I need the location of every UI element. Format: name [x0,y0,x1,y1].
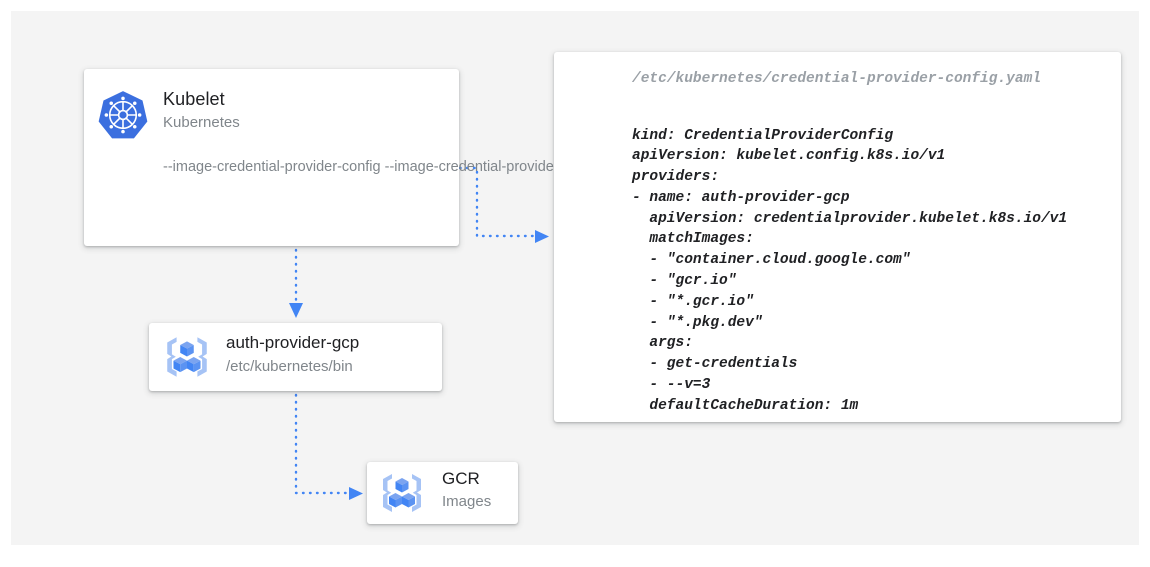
node-gcr-title: GCR [442,469,480,488]
node-kubelet-flags: --image-credential-provider-config --ima… [163,159,604,175]
credential-provider-config-card: /etc/kubernetes/credential-provider-conf… [554,52,1121,422]
edge-auth-provider-to-gcr [294,393,363,500]
container-registry-icon [383,474,421,512]
node-kubelet-subtitle: Kubernetes [163,114,240,131]
node-kubelet-title: Kubelet [163,89,225,109]
node-gcr[interactable]: GCR Images [367,462,518,524]
kubernetes-helm-icon [98,91,148,139]
diagram-canvas: Kubelet Kubernetes --image-credential-pr… [11,11,1139,545]
node-gcr-subtitle: Images [442,493,492,510]
config-yaml-body: kind: CredentialProviderConfig apiVersio… [632,127,1068,414]
node-auth-provider-gcp[interactable]: auth-provider-gcp /etc/kubernetes/bin [149,323,442,391]
node-auth-provider-title: auth-provider-gcp [226,333,360,352]
config-file-path: /etc/kubernetes/credential-provider-conf… [632,71,1041,87]
container-registry-icon [167,337,207,377]
node-kubelet[interactable]: Kubelet Kubernetes --image-credential-pr… [84,69,604,246]
node-auth-provider-subtitle: /etc/kubernetes/bin [226,358,353,375]
